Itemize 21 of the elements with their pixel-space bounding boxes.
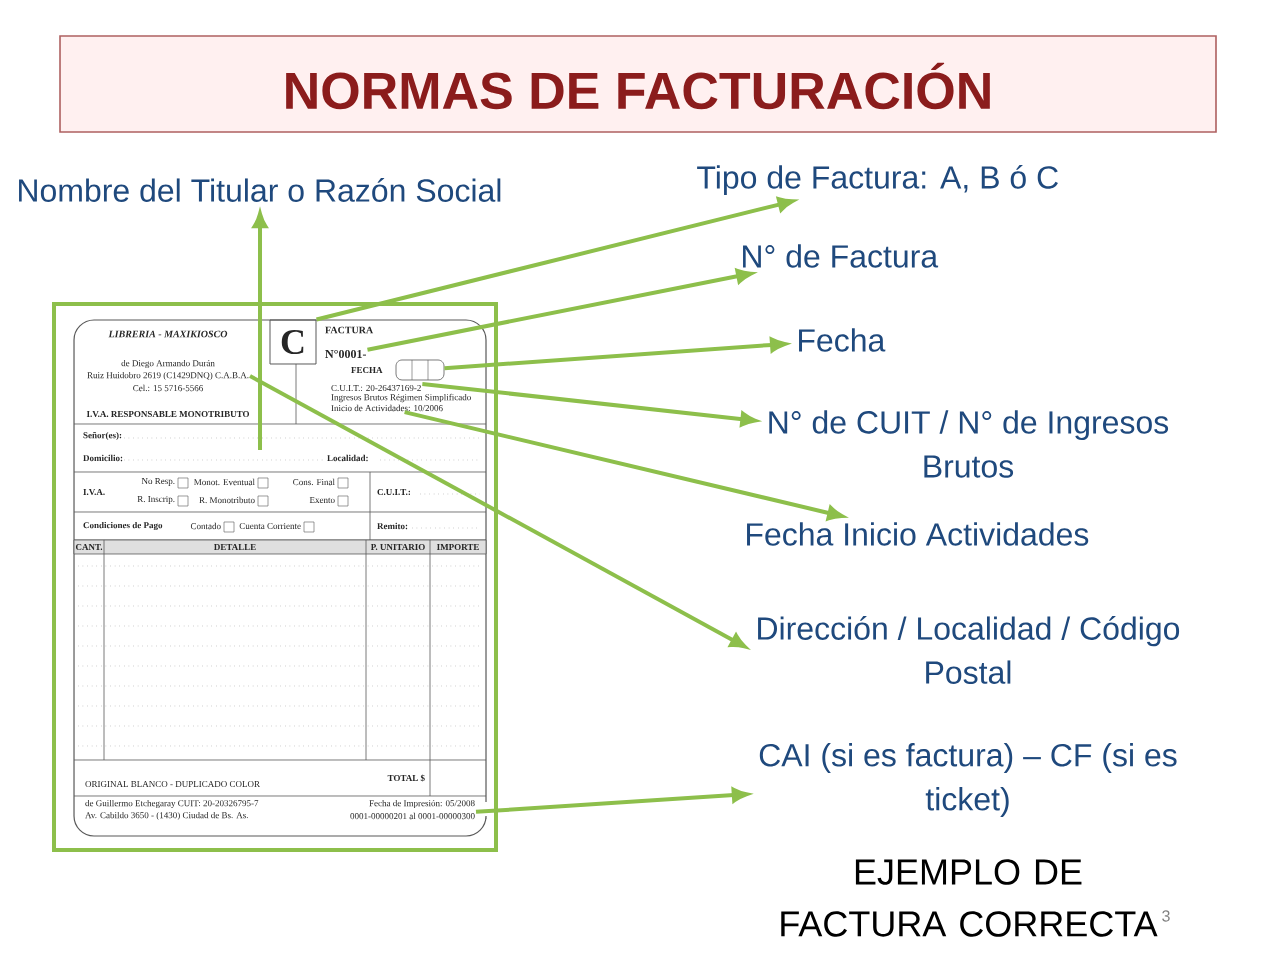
caption: EJEMPLO DE FACTURA CORRECTA	[781, 859, 1158, 937]
arrow	[249, 374, 747, 649]
callout-text: Fecha	[799, 328, 886, 352]
callout-text: N° de Factura	[743, 244, 939, 268]
page-number: 3	[1162, 910, 1170, 922]
arrow	[422, 381, 757, 427]
date-field	[395, 359, 445, 381]
arrow	[252, 211, 268, 450]
arrow	[367, 268, 753, 352]
callout-text: Nombre del Titular o Razón Social	[19, 178, 501, 202]
title-banner: NORMAS DE FACTURACIÓN	[59, 35, 1217, 133]
callout-text: Tipo de Factura: A, B ó C	[697, 164, 1058, 196]
arrow	[316, 197, 794, 322]
arrow	[475, 787, 749, 814]
arrow	[404, 410, 844, 521]
type-letter-box: C	[269, 319, 317, 365]
callout-text: N° de CUIT / N° de Ingresos Brutos	[769, 410, 1169, 478]
callout-text: Fecha Inicio Actividades	[747, 522, 1089, 546]
arrow	[444, 337, 787, 371]
callout-text: Dirección / Localidad / Código Postal	[758, 616, 1180, 684]
callout-text: CAI (si es factura) – CF (si es ticket)	[759, 743, 1177, 817]
